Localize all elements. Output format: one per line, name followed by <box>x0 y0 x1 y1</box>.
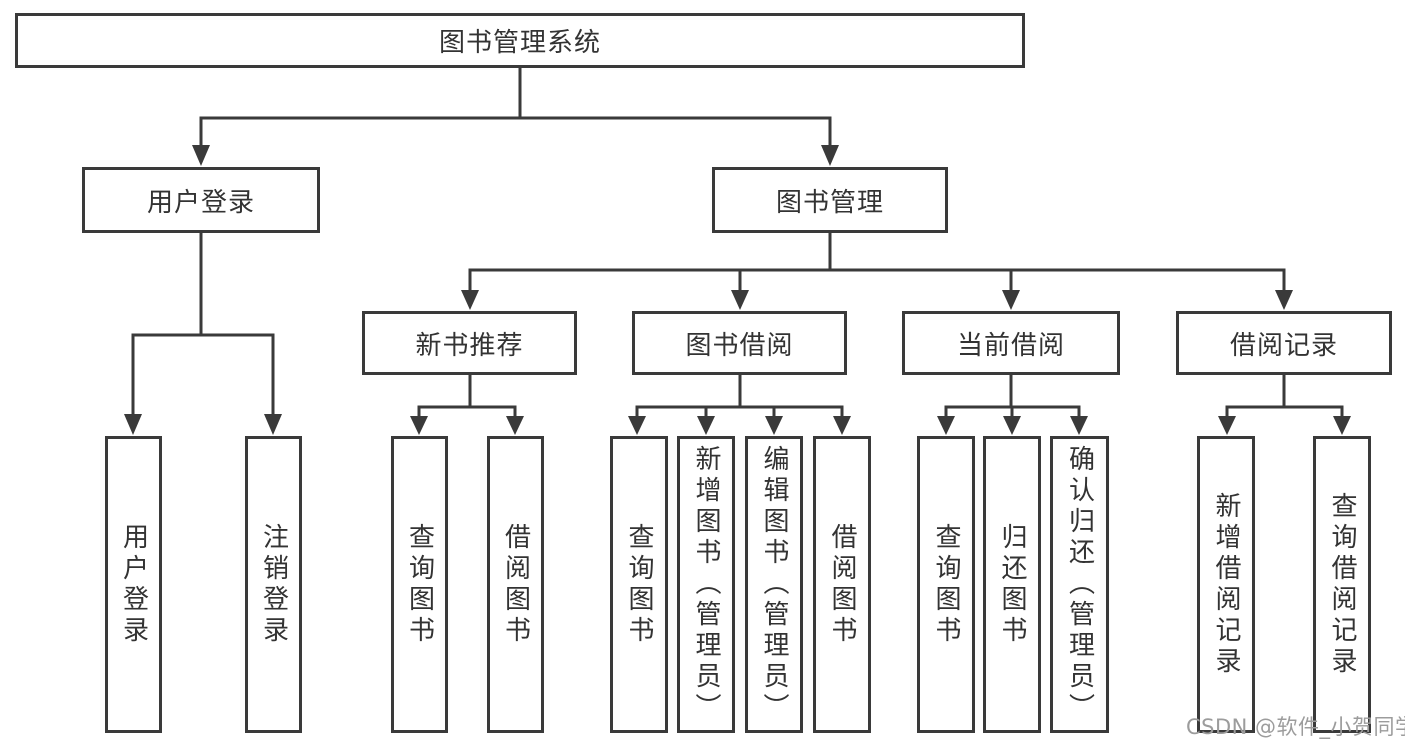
node-new-book-recommendation-label: 新书推荐 <box>415 330 524 361</box>
node-user-login: 用户登录 <box>82 167 320 233</box>
leaf-logout: 注销登录 <box>245 436 302 733</box>
node-borrowing-records-label: 借阅记录 <box>1229 330 1338 361</box>
leaf-query-borrow-record-label: 查询借阅记录 <box>1327 491 1357 678</box>
leaf-query-borrow-record: 查询借阅记录 <box>1313 436 1371 733</box>
leaf-confirm-return-admin: 确认归还（管理员） <box>1050 436 1109 733</box>
leaf-query-books-borrowing: 查询图书 <box>610 436 668 733</box>
leaf-add-borrow-record: 新增借阅记录 <box>1197 436 1255 733</box>
leaf-confirm-return-admin-label: 确认归还（管理员） <box>1064 445 1095 724</box>
leaf-add-borrow-record-label: 新增借阅记录 <box>1211 491 1241 678</box>
leaf-edit-books-admin-label: 编辑图书（管理员） <box>759 445 789 724</box>
leaf-query-books-current-label: 查询图书 <box>931 522 961 647</box>
leaf-edit-books-admin: 编辑图书（管理员） <box>745 436 803 733</box>
csdn-watermark: CSDN @软件_小贺同学 <box>1186 715 1405 739</box>
leaf-borrow-books-borrowing-label: 借阅图书 <box>827 522 857 647</box>
node-current-borrowing-label: 当前借阅 <box>956 330 1065 361</box>
node-book-borrowing-label: 图书借阅 <box>685 330 794 361</box>
leaf-logout-label: 注销登录 <box>258 522 289 647</box>
leaf-query-books-recommend-label: 查询图书 <box>404 522 435 647</box>
leaf-borrow-books-borrowing: 借阅图书 <box>813 436 871 733</box>
node-new-book-recommendation: 新书推荐 <box>362 311 577 375</box>
leaf-query-books-current: 查询图书 <box>917 436 975 733</box>
leaf-add-books-admin: 新增图书（管理员） <box>677 436 735 733</box>
node-book-borrowing: 图书借阅 <box>632 311 847 375</box>
leaf-add-books-admin-label: 新增图书（管理员） <box>691 445 721 724</box>
node-user-login-label: 用户登录 <box>146 187 255 218</box>
node-book-management-label: 图书管理 <box>775 187 884 218</box>
leaf-return-books-label: 归还图书 <box>997 522 1027 647</box>
leaf-user-login-label: 用户登录 <box>118 522 149 647</box>
node-borrowing-records: 借阅记录 <box>1176 311 1392 375</box>
node-root-label: 图书管理系统 <box>438 28 601 58</box>
leaf-borrow-books-recommend: 借阅图书 <box>487 436 544 733</box>
leaf-query-books-borrowing-label: 查询图书 <box>624 522 654 647</box>
leaf-query-books-recommend: 查询图书 <box>391 436 448 733</box>
leaf-return-books: 归还图书 <box>983 436 1041 733</box>
node-current-borrowing: 当前借阅 <box>902 311 1120 375</box>
node-root-library-system: 图书管理系统 <box>15 13 1025 68</box>
node-book-management: 图书管理 <box>712 167 948 233</box>
leaf-user-login: 用户登录 <box>105 436 162 733</box>
leaf-borrow-books-recommend-label: 借阅图书 <box>500 522 531 647</box>
